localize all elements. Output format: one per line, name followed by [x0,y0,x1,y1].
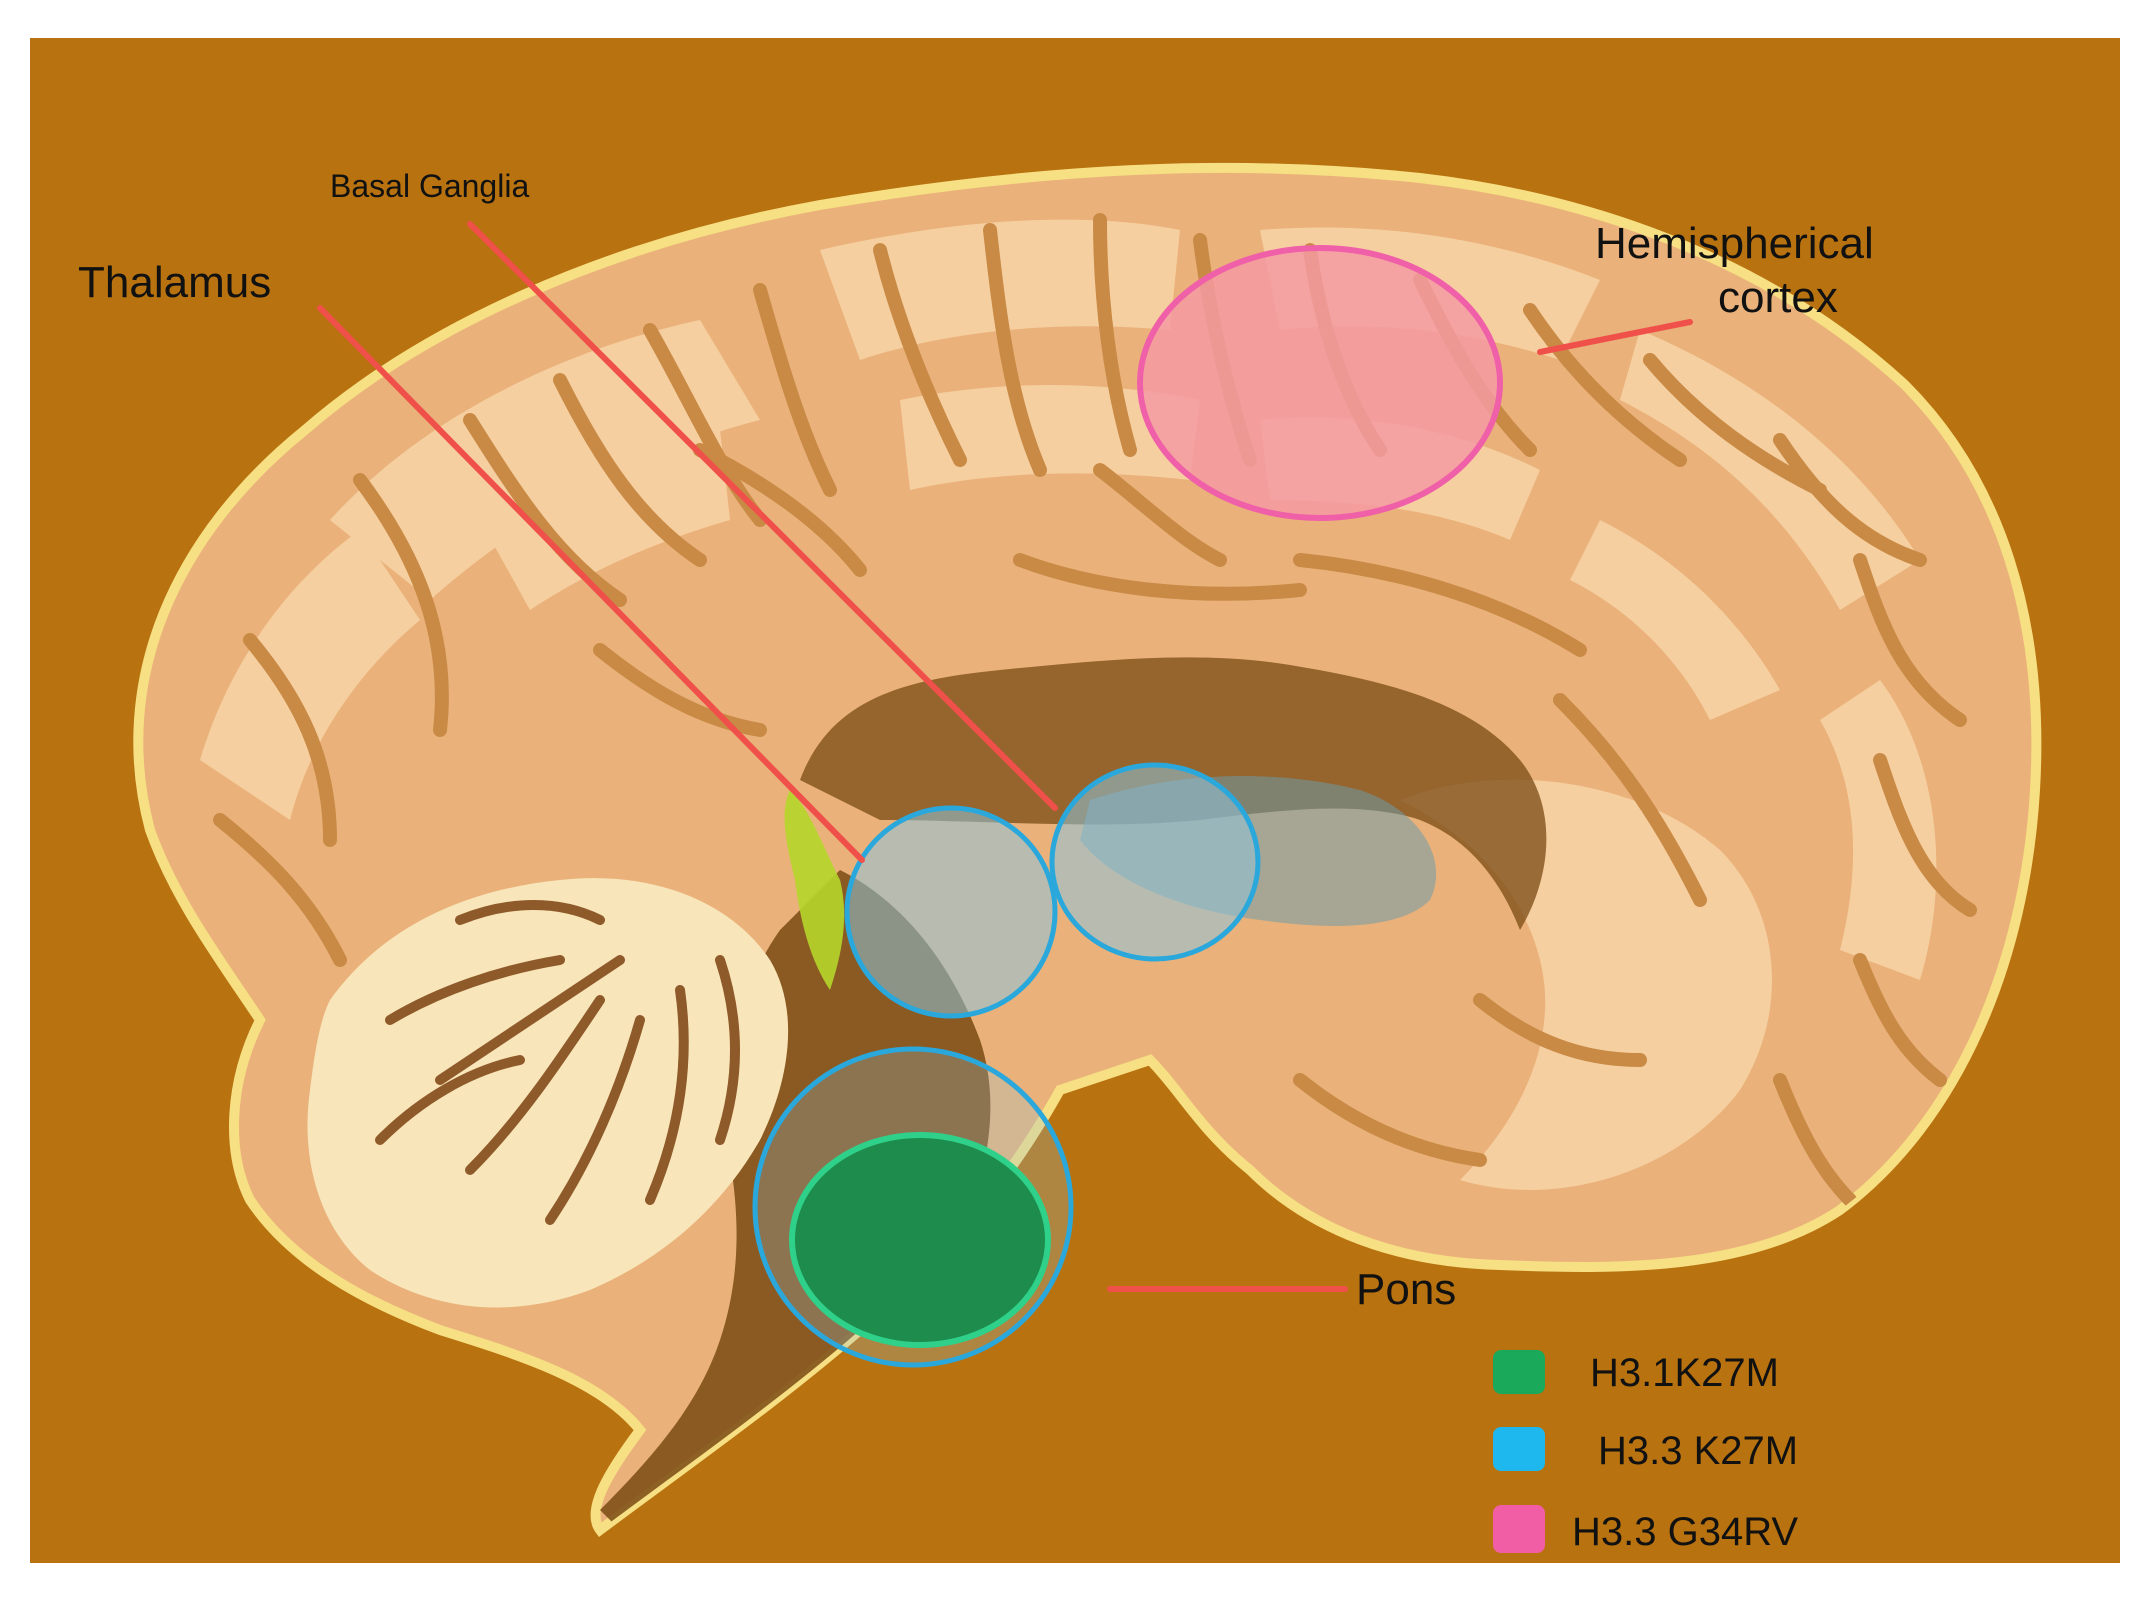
basal-ganglia-label: Basal Ganglia [330,168,529,204]
thalamus-label: Thalamus [78,258,271,307]
arbor-vitae [375,900,740,1225]
pons-label: Pons [1356,1265,1456,1314]
leader-lines [317,221,1693,1292]
thalamus-leader-line [317,305,865,863]
legend: H3.1K27M H3.3 K27M H3.3 G34RV [1493,1350,1798,1554]
hemispherical-label-line1: Hemispherical [1595,219,1874,268]
sulci-grooves [213,213,1977,1207]
legend-swatch-h3-3-g34rv [1493,1505,1545,1553]
pons-h3-1-region [789,1132,1051,1348]
thalamus-region [844,805,1058,1019]
legend-label-h3-3-g34rv: H3.3 G34RV [1572,1510,1798,1554]
legend-label-h3-3-k27m: H3.3 K27M [1598,1429,1798,1473]
basal-ganglia-region [1049,762,1261,962]
tumor-regions [752,245,1503,1368]
legend-swatch-h3-3-k27m [1493,1427,1545,1471]
pineal-region [784,790,845,990]
basal-ganglia-leader-line [467,221,1058,811]
legend-label-h3-1-k27m: H3.1K27M [1590,1351,1779,1395]
hemispherical-leader-line [1537,319,1693,355]
hemispherical-label-line2: cortex [1718,273,1838,322]
cerebellum [307,878,789,1308]
hemispherical-cortex-region [1137,245,1503,521]
brainstem [600,870,991,1530]
legend-swatch-h3-1-k27m [1493,1350,1545,1394]
